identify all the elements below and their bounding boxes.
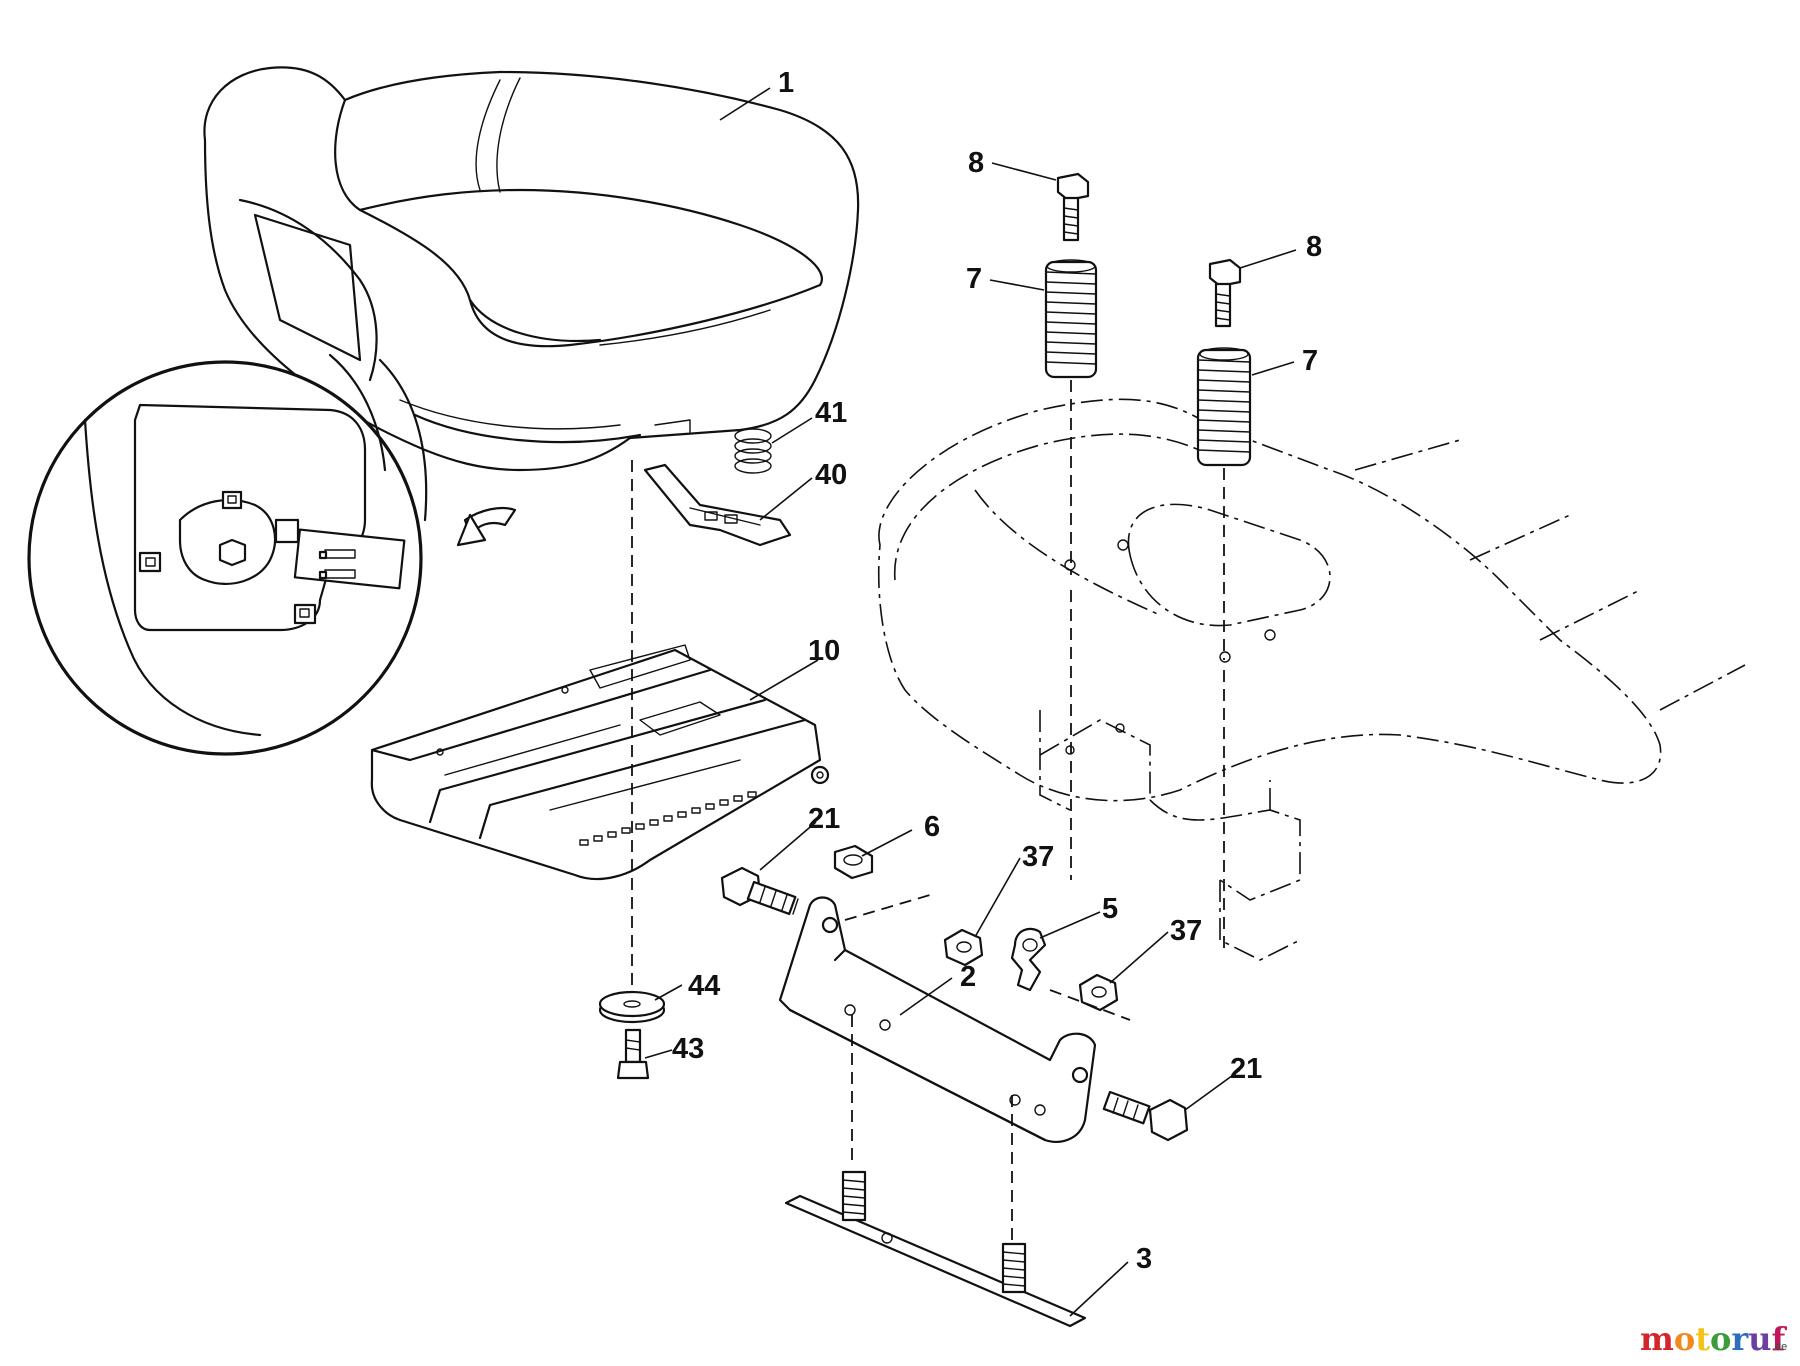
seat [203, 66, 860, 472]
callout-bolt-top-left: 8 [968, 147, 984, 179]
bolt-top-right [1208, 258, 1242, 328]
callout-spring-right: 7 [1302, 345, 1318, 377]
watermark-suffix: .de [1772, 1341, 1787, 1353]
stud-right [1001, 1242, 1027, 1294]
detail-inset [27, 353, 517, 756]
callout-bolt-top-right: 8 [1306, 231, 1322, 263]
nut-37-left [943, 928, 984, 967]
callout-bolt-right: 21 [1230, 1053, 1262, 1085]
alignment-line-nut-right [1049, 989, 1131, 1021]
callout-screw: 43 [672, 1033, 704, 1065]
stud-left [841, 1170, 867, 1222]
callout-base-plate: 3 [1136, 1243, 1152, 1275]
callout-spring-left: 7 [966, 263, 982, 295]
watermark-letter: u [1748, 1320, 1771, 1358]
motoruf-watermark-logo: motoruf .de [1640, 1320, 1787, 1358]
callout-bolt-left: 21 [808, 803, 840, 835]
callout-small-spring: 41 [815, 397, 847, 429]
watermark-letter: o [1674, 1320, 1695, 1358]
bolt-top-left [1056, 172, 1090, 242]
callout-washer: 44 [688, 970, 720, 1002]
nut-37-right [1078, 973, 1119, 1012]
callout-clip-5: 5 [1102, 893, 1118, 925]
callout-nut-37-left: 37 [1022, 841, 1054, 873]
callout-labels: 1 8 8 7 7 41 40 10 21 6 37 5 37 2 44 43 … [672, 67, 1322, 1275]
watermark-word: motoruf [1640, 1320, 1787, 1358]
seat-pan [370, 644, 830, 881]
callout-bracket: 2 [960, 961, 976, 993]
watermark-letter: m [1640, 1320, 1674, 1358]
watermark-letter: r [1731, 1320, 1749, 1358]
base-plate [784, 1170, 1087, 1328]
alignment-line-nut [844, 894, 931, 921]
spring-left [1044, 259, 1098, 379]
nut-6 [833, 844, 874, 880]
callout-seat-pan: 10 [808, 635, 840, 667]
bolt-right [1102, 1090, 1189, 1142]
callout-seat: 1 [778, 67, 794, 99]
seat-pan-slots [579, 791, 757, 846]
watermark-letter: o [1710, 1320, 1731, 1358]
spring-right [1196, 347, 1252, 467]
callout-clip-plate: 40 [815, 459, 847, 491]
watermark-letter: t [1695, 1320, 1710, 1358]
clip-5 [1010, 927, 1047, 992]
tractor-frame-outline [877, 398, 1746, 961]
clip-plate [643, 463, 792, 547]
leader-lines [644, 87, 1297, 1317]
bracket [778, 896, 1097, 1143]
screw [616, 1028, 650, 1080]
callout-nut-6: 6 [924, 811, 940, 843]
washer [598, 990, 666, 1024]
small-spring [734, 428, 772, 474]
bolt-left [720, 866, 799, 916]
watermark-letter: f [1771, 1320, 1787, 1358]
callout-nut-37-right: 37 [1170, 915, 1202, 947]
